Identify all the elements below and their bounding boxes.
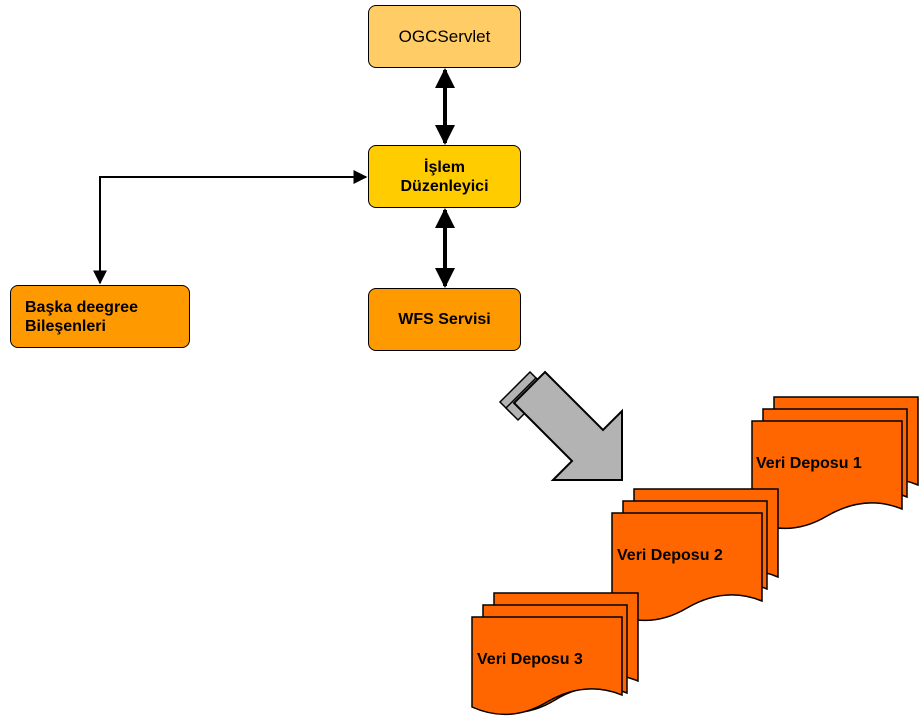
flow-arrow-icon	[498, 370, 623, 481]
request-manager-label-line1: İşlem	[424, 158, 465, 176]
wfs-service-node: WFS Servisi	[368, 288, 521, 351]
other-components-label-line2: Bileşenleri	[25, 317, 106, 335]
wfs-service-label: WFS Servisi	[398, 311, 491, 328]
data-store-1-label: Veri Deposu 1	[756, 455, 862, 472]
data-store-2-label: Veri Deposu 2	[617, 547, 723, 564]
data-store-3-label: Veri Deposu 3	[477, 651, 583, 668]
ogc-servlet-node: OGCServlet	[368, 5, 521, 68]
ogc-servlet-label: OGCServlet	[398, 27, 491, 46]
request-manager-label-line2: Düzenleyici	[400, 177, 489, 195]
request-manager-node: İşlem Düzenleyici	[368, 145, 521, 208]
other-components-node: Başka deegree Bileşenleri	[10, 285, 190, 348]
other-components-label-line1: Başka deegree	[25, 298, 138, 316]
connector-other-manager	[93, 170, 368, 285]
data-store-3	[471, 592, 639, 716]
data-store-2	[611, 488, 779, 622]
